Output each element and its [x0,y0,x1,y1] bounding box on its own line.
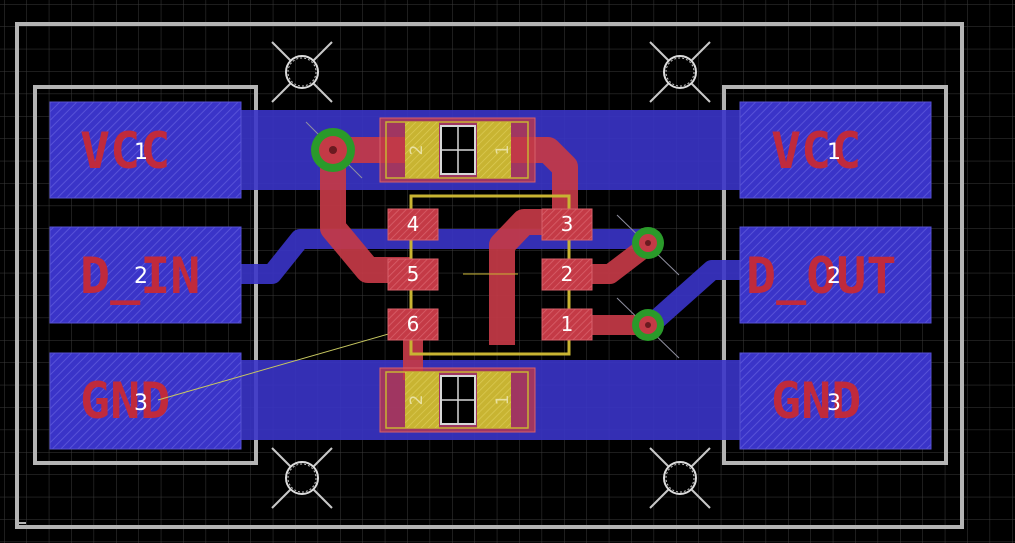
vias [311,128,664,341]
pin-number: 3 [827,391,841,416]
capacitor-pad[interactable] [477,122,511,178]
pad-label: VCC [80,122,170,180]
mounting-holes [271,41,711,509]
pin-number: 2 [134,264,148,289]
pad-label: D_OUT [746,247,897,305]
left-pad-gnd[interactable]: GND 3 [49,352,242,450]
ic-pin-6[interactable]: 6 [387,308,439,341]
ic-pin-2[interactable]: 2 [541,258,593,291]
pin-number: 3 [134,391,148,416]
board-outline [15,22,964,529]
pin-number: 2 [827,264,841,289]
via-d-in[interactable] [632,227,664,259]
ic-pin-5[interactable]: 5 [387,258,439,291]
pin-number: 1 [134,140,148,165]
pin-number: 1 [827,140,841,165]
capacitor-pad[interactable] [405,122,439,178]
mounting-hole-bottom-left[interactable] [271,447,333,509]
ic-pin-1[interactable]: 1 [541,308,593,341]
capacitor-pin-left: 2 [407,395,427,406]
pad-label: GND [771,372,861,430]
ic-pin-4[interactable]: 4 [387,208,439,241]
capacitor-pin-right: 1 [493,145,513,156]
right-connector: VCC 1 D_OUT 2 GND 3 [739,101,932,450]
ic-pin-number: 1 [561,312,574,336]
ic-pin-number: 4 [407,212,420,236]
via-d-out[interactable] [632,309,664,341]
right-pad-vcc[interactable]: VCC 1 [739,101,932,199]
ic-pin-3[interactable]: 3 [541,208,593,241]
capacitor-pin-left: 2 [407,145,427,156]
ic-pin-number: 6 [407,312,420,336]
airwire [157,326,414,401]
capacitor-bottom[interactable]: 2 1 [379,367,536,433]
pad-label: GND [80,372,170,430]
pad-label: D_IN [80,247,200,305]
left-pad-d-in[interactable]: D_IN 2 [49,226,242,324]
mounting-hole-bottom-right[interactable] [649,447,711,509]
left-pad-vcc[interactable]: VCC 1 [49,101,242,199]
capacitor-pad[interactable] [477,372,511,428]
left-connector: VCC 1 D_IN 2 GND 3 [49,101,242,450]
capacitor-top[interactable]: 2 1 [379,117,536,183]
via-vcc[interactable] [311,128,355,172]
mounting-hole-top-left[interactable] [271,41,333,103]
ic-package[interactable]: 4 5 6 3 2 1 [387,194,593,356]
pad-label: VCC [771,122,861,180]
capacitor-pin-right: 1 [493,395,513,406]
ic-pin-number: 5 [407,262,420,286]
ic-pin-number: 3 [561,212,574,236]
right-pad-gnd[interactable]: GND 3 [739,352,932,450]
ic-pin-number: 2 [561,262,574,286]
origin-marker [17,519,26,527]
right-pad-d-out[interactable]: D_OUT 2 [739,226,932,324]
capacitor-pad[interactable] [405,372,439,428]
mounting-hole-top-right[interactable] [649,41,711,103]
